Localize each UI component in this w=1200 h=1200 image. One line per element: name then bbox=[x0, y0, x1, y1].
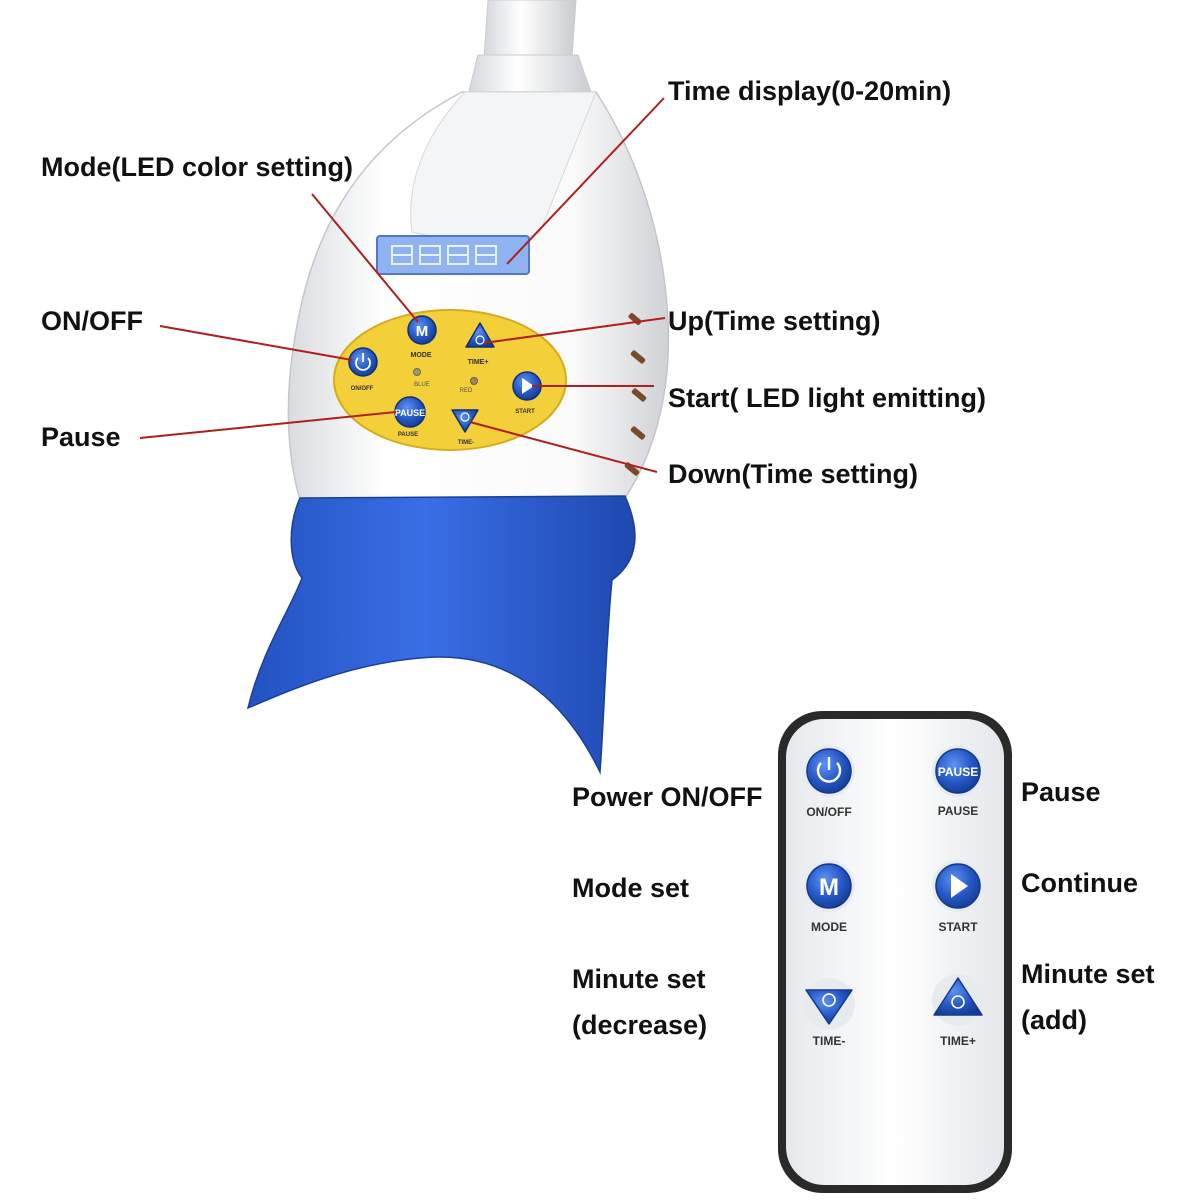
play-icon bbox=[522, 378, 534, 394]
neck-collar bbox=[467, 54, 593, 96]
remote-start-button[interactable]: START bbox=[932, 860, 984, 934]
panel-time-minus-button[interactable]: TIME- bbox=[451, 409, 479, 446]
blue-led-caption: BLUE bbox=[414, 382, 430, 388]
remote-mode-glyph: M bbox=[819, 874, 839, 901]
panel-start-button[interactable]: START bbox=[512, 371, 542, 415]
clock-icon bbox=[822, 993, 836, 1007]
leader-pause bbox=[139, 411, 397, 439]
callout-time-display: Time display(0-20min) bbox=[668, 76, 952, 106]
gooseneck-arm bbox=[483, 0, 577, 59]
minute-decrease-line2: (decrease) bbox=[572, 1010, 708, 1040]
power-icon bbox=[355, 357, 371, 371]
minute-add-line2: (add) bbox=[1021, 1005, 1087, 1035]
remote-label-minute-decrease: Minute set (decrease) bbox=[572, 956, 772, 1048]
leader-down bbox=[469, 421, 658, 473]
remote-time-plus-button[interactable]: TIME+ bbox=[932, 974, 984, 1048]
panel-time-minus-caption: TIME- bbox=[458, 440, 474, 446]
remote-pause-caption: PAUSE bbox=[938, 804, 978, 818]
remote-time-minus-caption: TIME- bbox=[813, 1034, 846, 1048]
control-panel bbox=[333, 309, 567, 451]
leader-time-display bbox=[506, 97, 665, 265]
leader-onoff bbox=[159, 325, 353, 361]
remote-label-minute-add: Minute set (add) bbox=[1021, 951, 1200, 1043]
leader-mode bbox=[311, 193, 419, 323]
callout-onoff: ON/OFF bbox=[41, 306, 143, 336]
panel-time-plus-caption: TIME+ bbox=[468, 359, 489, 366]
panel-onoff-caption: ON/OFF bbox=[351, 386, 374, 392]
remote-mode-button[interactable]: M MODE bbox=[803, 860, 855, 934]
time-display bbox=[376, 235, 530, 275]
panel-blue-led: BLUE bbox=[413, 368, 430, 388]
remote-pause-glyph: PAUSE bbox=[938, 765, 978, 779]
clock-icon bbox=[951, 995, 965, 1009]
remote-start-caption: START bbox=[938, 920, 978, 934]
remote-onoff-caption: ON/OFF bbox=[806, 805, 851, 819]
callout-up: Up(Time setting) bbox=[668, 306, 881, 336]
side-vents bbox=[624, 313, 647, 476]
pause-glyph: PAUSE bbox=[395, 408, 425, 418]
remote-label-pause: Pause bbox=[1021, 777, 1101, 807]
remote-onoff-button[interactable]: ON/OFF bbox=[803, 745, 855, 819]
clock-icon bbox=[460, 412, 470, 422]
minute-add-line1: Minute set bbox=[1021, 959, 1155, 989]
panel-time-plus-button[interactable]: TIME+ bbox=[465, 322, 495, 366]
remote-label-power: Power ON/OFF bbox=[572, 782, 763, 812]
callout-pause: Pause bbox=[41, 422, 121, 452]
panel-onoff-button[interactable]: ON/OFF bbox=[348, 347, 378, 392]
panel-red-led: RED bbox=[460, 377, 478, 394]
panel-pause-button[interactable]: PAUSE PAUSE bbox=[394, 396, 426, 438]
clock-icon bbox=[475, 335, 485, 345]
remote-body-face bbox=[786, 719, 1004, 1185]
remote-time-minus-button[interactable]: TIME- bbox=[803, 978, 855, 1048]
remote-label-mode-set: Mode set bbox=[572, 873, 690, 903]
remote-mode-caption: MODE bbox=[811, 920, 847, 934]
callout-start: Start( LED light emitting) bbox=[668, 383, 986, 413]
callout-down: Down(Time setting) bbox=[668, 459, 919, 489]
leader-up bbox=[483, 317, 666, 344]
power-icon bbox=[816, 762, 842, 783]
play-icon bbox=[951, 874, 968, 898]
leader-lines bbox=[139, 97, 666, 473]
remote-pause-button[interactable]: PAUSE PAUSE bbox=[932, 745, 984, 818]
remote-control: ON/OFF PAUSE PAUSE M MODE START TIME- bbox=[778, 711, 1012, 1193]
blue-mouth-guard bbox=[246, 495, 636, 775]
remote-label-continue: Continue bbox=[1021, 868, 1138, 898]
red-led-caption: RED bbox=[460, 388, 473, 394]
callout-mode: Mode(LED color setting) bbox=[41, 152, 353, 182]
panel-start-caption: START bbox=[515, 409, 535, 415]
remote-time-plus-caption: TIME+ bbox=[940, 1034, 976, 1048]
panel-mode-caption: MODE bbox=[411, 352, 432, 359]
minute-decrease-line1: Minute set bbox=[572, 964, 706, 994]
mode-glyph: M bbox=[416, 323, 429, 340]
panel-mode-button[interactable]: M MODE bbox=[407, 315, 437, 359]
panel-pause-caption: PAUSE bbox=[398, 432, 418, 438]
seven-segment-digits bbox=[391, 245, 497, 265]
